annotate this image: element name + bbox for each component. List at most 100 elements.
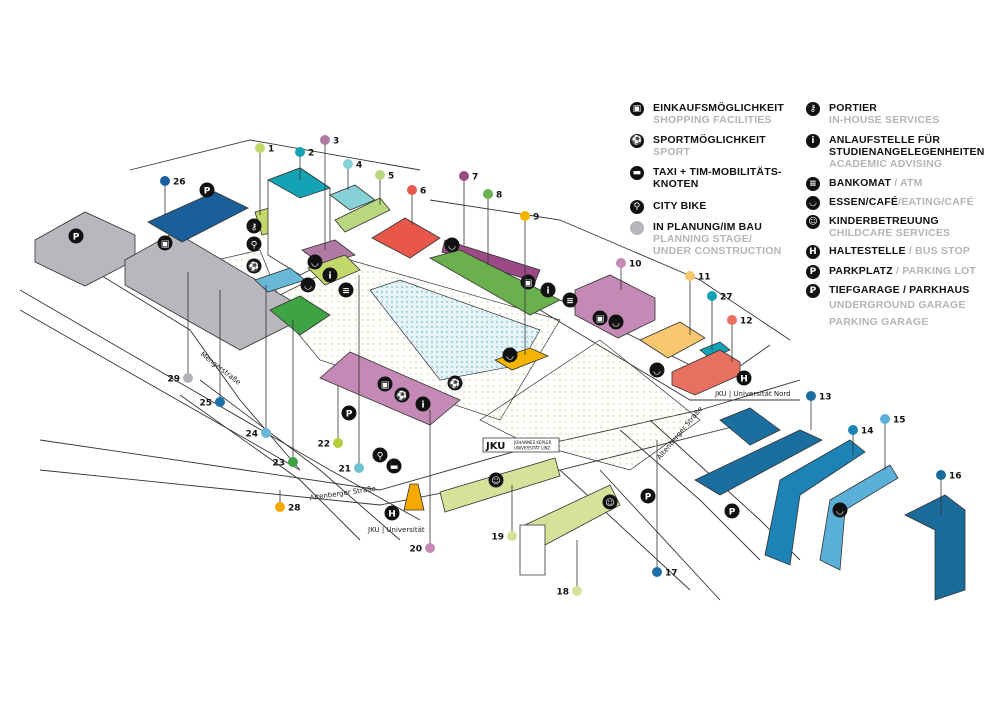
marker-21[interactable]: 21 — [338, 275, 364, 475]
marker-10[interactable]: 10 — [616, 258, 642, 290]
football-icon: ⚽ — [630, 134, 644, 148]
parking-icon[interactable]: P — [341, 405, 357, 421]
bus-stop-icon[interactable]: H — [384, 505, 400, 521]
marker-16[interactable]: 16 — [936, 470, 962, 515]
shopping-bag-icon[interactable]: ▣ — [520, 274, 536, 290]
marker-dot — [507, 531, 517, 541]
parking-icon[interactable]: P — [640, 488, 656, 504]
marker-27[interactable]: 27 — [707, 291, 733, 350]
marker-26[interactable]: 26 — [160, 176, 186, 215]
info-icon[interactable]: i — [540, 282, 556, 298]
marker-5[interactable]: 5 — [375, 170, 394, 205]
marker-dot — [936, 470, 946, 480]
pond — [369, 279, 541, 381]
key-icon[interactable]: ⚷ — [246, 218, 262, 234]
marker-12[interactable]: 12 — [727, 315, 753, 362]
marker-dot — [160, 176, 170, 186]
marker-6[interactable]: 6 — [407, 185, 426, 225]
marker-22[interactable]: 22 — [317, 385, 343, 450]
marker-25[interactable]: 25 — [199, 290, 225, 409]
marker-17[interactable]: 17 — [652, 440, 678, 579]
bus-stop-icon[interactable]: H — [736, 370, 752, 386]
marker-dot — [295, 147, 305, 157]
cup-icon[interactable]: ◡ — [608, 314, 624, 330]
atm-icon[interactable]: ≡ — [562, 292, 578, 308]
marker-1[interactable]: 1 — [255, 143, 274, 215]
svg-text:≡: ≡ — [342, 287, 350, 297]
bus-stop-icon: H — [806, 245, 820, 259]
shopping-bag-icon[interactable]: ▣ — [157, 235, 173, 251]
parking-icon[interactable]: P — [724, 503, 740, 519]
marker-29[interactable]: 29 — [167, 272, 193, 385]
building-8 — [428, 249, 561, 316]
marker-15[interactable]: 15 — [880, 414, 906, 470]
cup-icon[interactable]: ◡ — [307, 254, 323, 270]
marker-dot — [459, 171, 469, 181]
child-face-icon[interactable]: ☺ — [488, 472, 504, 488]
bus-stop-label-uni: JKU | Universität — [367, 526, 425, 534]
marker-number: 12 — [740, 317, 753, 327]
marker-number: 28 — [288, 504, 301, 514]
marker-number: 4 — [356, 161, 362, 171]
cup-icon[interactable]: ◡ — [832, 502, 848, 518]
marker-dot — [288, 457, 298, 467]
legend-label: ANLAUFSTELLE FÜR — [829, 134, 941, 146]
marker-dot — [343, 159, 353, 169]
marker-dot — [261, 428, 271, 438]
building-18-wing — [519, 524, 546, 576]
marker-number: 15 — [893, 416, 906, 426]
info-icon[interactable]: i — [415, 396, 431, 412]
marker-23[interactable]: 23 — [272, 320, 298, 469]
building-5 — [334, 197, 391, 233]
child-face-icon[interactable]: ☺ — [602, 494, 618, 510]
svg-text:◡: ◡ — [312, 259, 319, 269]
marker-2[interactable]: 2 — [295, 147, 314, 180]
marker-dot — [483, 189, 493, 199]
svg-text:◡: ◡ — [654, 367, 661, 377]
football-icon[interactable]: ⚽ — [246, 258, 262, 274]
marker-28[interactable]: 28 — [275, 490, 301, 514]
bicycle-icon[interactable]: ⚲ — [372, 447, 388, 463]
shopping-bag-icon[interactable]: ▣ — [377, 376, 393, 392]
taxi-icon[interactable]: ▬ — [386, 458, 402, 474]
building-13 — [694, 429, 823, 496]
svg-text:P: P — [346, 410, 353, 420]
marker-14[interactable]: 14 — [848, 425, 874, 455]
svg-text:◡: ◡ — [305, 282, 312, 292]
cup-icon[interactable]: ◡ — [502, 347, 518, 363]
parking-icon[interactable]: P — [199, 182, 215, 198]
marker-11[interactable]: 11 — [685, 271, 711, 335]
cup-icon[interactable]: ◡ — [649, 362, 665, 378]
marker-3[interactable]: 3 — [320, 135, 339, 250]
marker-20[interactable]: 20 — [409, 410, 435, 555]
marker-9[interactable]: 9 — [520, 211, 539, 355]
marker-13[interactable]: 13 — [806, 391, 832, 430]
bicycle-icon[interactable]: ⚲ — [246, 236, 262, 252]
legend-label: HALTESTELLE — [829, 245, 906, 257]
marker-7[interactable]: 7 — [459, 171, 478, 245]
marker-dot — [685, 271, 695, 281]
info-icon[interactable]: i — [322, 267, 338, 283]
street-altenberger-1: Altenberger Straße — [309, 485, 376, 502]
atm-icon[interactable]: ≡ — [338, 282, 354, 298]
marker-4[interactable]: 4 — [343, 159, 362, 190]
parking-icon[interactable]: P — [68, 228, 84, 244]
football-icon[interactable]: ⚽ — [394, 387, 410, 403]
marker-number: 22 — [317, 440, 330, 450]
svg-text:◡: ◡ — [613, 319, 620, 329]
marker-24[interactable]: 24 — [245, 285, 271, 440]
marker-18[interactable]: 18 — [556, 540, 582, 598]
legend-label: SPORTMÖGLICHKEIT — [653, 134, 766, 146]
marker-8[interactable]: 8 — [483, 189, 502, 265]
building-23 — [269, 295, 331, 336]
cup-icon[interactable]: ◡ — [444, 237, 460, 253]
shopping-bag-icon[interactable]: ▣ — [592, 310, 608, 326]
legend-sublabel: SPORT — [653, 146, 691, 158]
marker-19[interactable]: 19 — [491, 485, 517, 543]
jku-logo: JKU JOHANNES KEPLER UNIVERSITÄT LINZ — [482, 437, 560, 453]
cup-icon[interactable]: ◡ — [300, 277, 316, 293]
football-icon[interactable]: ⚽ — [447, 375, 463, 391]
